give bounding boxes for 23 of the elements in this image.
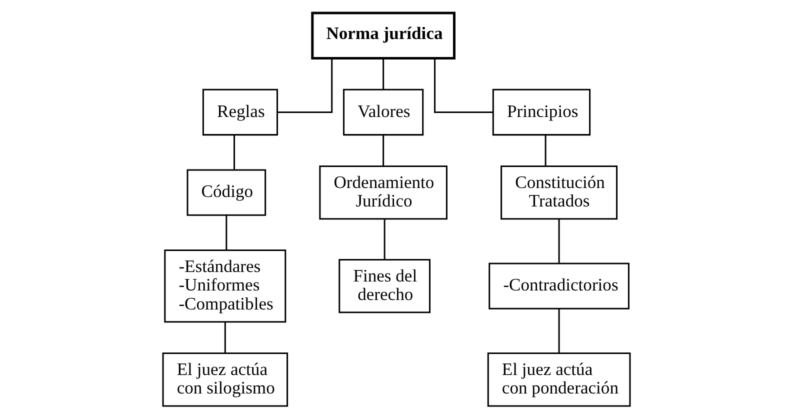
node-box: Norma jurídica <box>311 12 456 60</box>
node-box: Fines del derecho <box>338 258 431 314</box>
node-box: Principios <box>492 88 591 136</box>
node-box: Ordenamiento Jurídico <box>319 165 448 220</box>
node-box: Código <box>186 169 266 216</box>
node-box: Constitución Tratados <box>500 165 618 220</box>
node-box: Valores <box>343 88 424 136</box>
node-box: -Estándares -Uniformes -Compatibles <box>164 250 286 323</box>
connector <box>558 219 560 263</box>
connector <box>226 215 228 250</box>
connector <box>558 308 560 354</box>
node-box: Reglas <box>202 88 278 136</box>
connector <box>382 58 384 90</box>
connector <box>382 135 384 166</box>
connector <box>278 58 333 113</box>
node-box: El juez actúa con silogismo <box>162 352 288 407</box>
connector <box>234 135 235 170</box>
connector <box>224 322 226 353</box>
node-box: -Contradictorios <box>488 262 630 310</box>
node-box: El juez actúa con ponderación <box>487 352 631 407</box>
connector <box>434 58 494 113</box>
connector <box>384 219 386 260</box>
connector <box>544 135 546 166</box>
